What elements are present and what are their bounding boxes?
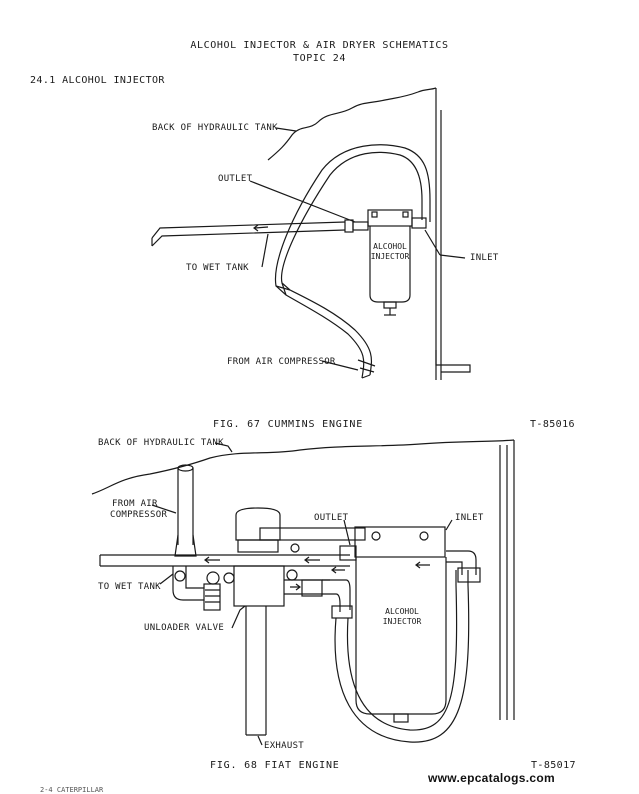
fig68-leader-outlet bbox=[343, 519, 351, 546]
fig67-injector-line2: INJECTOR bbox=[370, 252, 410, 261]
fig68-unloader-valve bbox=[235, 507, 281, 541]
fig68-exhaust-pipe bbox=[245, 606, 267, 735]
fig67-label-to-wet-tank: TO WET TANK bbox=[186, 263, 249, 273]
fig67-leader-compressor bbox=[321, 360, 359, 371]
fig67-leader-wettank bbox=[261, 233, 269, 268]
fig68-wet-tank-pipe bbox=[100, 554, 350, 567]
fig67-injector-line1: ALCOHOL bbox=[373, 242, 407, 251]
fig68-leader-compressor bbox=[151, 504, 177, 514]
watermark: www.epcatalogs.com bbox=[428, 771, 555, 785]
fig68-leader-inlet bbox=[445, 519, 453, 531]
fig67-compressor-pipe bbox=[280, 151, 423, 376]
fig68-injector-bowl bbox=[355, 557, 447, 715]
fig68-injector-line2: INJECTOR bbox=[382, 617, 422, 626]
fig68-leader-wettank bbox=[159, 573, 174, 585]
fig68-drawing bbox=[91, 439, 515, 746]
fig67-label-outlet: OUTLET bbox=[218, 174, 253, 184]
fig68-injector-head bbox=[354, 526, 446, 558]
fig68-label-from-air-line1: FROM AIR bbox=[112, 499, 158, 509]
fig67-injector-label: ALCOHOL INJECTOR bbox=[366, 242, 414, 262]
fig68-injector-line1: ALCOHOL bbox=[385, 607, 419, 616]
fig67-label-back-of-tank: BACK OF HYDRAULIC TANK bbox=[152, 123, 278, 133]
fig68-label-from-air-line2: COMPRESSOR bbox=[110, 510, 168, 520]
fig68-tank-outline bbox=[91, 439, 515, 495]
fig67-leader-outlet bbox=[249, 180, 356, 223]
fig68-hose-loop bbox=[334, 570, 470, 743]
fig68-injector-label: ALCOHOL INJECTOR bbox=[372, 607, 432, 627]
fig67-drawing bbox=[151, 87, 471, 380]
fig67-label-from-air-compressor: FROM AIR COMPRESSOR bbox=[227, 357, 336, 367]
fig68-leader-unloader bbox=[231, 605, 246, 629]
fig67-tank-outline bbox=[267, 87, 437, 161]
fig67-code: T-85016 bbox=[530, 419, 575, 430]
fig68-label-exhaust: EXHAUST bbox=[264, 741, 305, 751]
page-title: ALCOHOL INJECTOR & AIR DRYER SCHEMATICS bbox=[190, 40, 449, 51]
section-heading: 24.1 ALCOHOL INJECTOR bbox=[30, 75, 165, 86]
fig67-wet-tank-pipe bbox=[151, 221, 346, 239]
fig68-label-back-of-tank: BACK OF HYDRAULIC TANK bbox=[98, 438, 224, 448]
page-topic: TOPIC 24 bbox=[293, 53, 346, 64]
fig68-caption: FIG. 68 FIAT ENGINE bbox=[210, 760, 340, 771]
fig68-compressor-pipe bbox=[177, 468, 194, 545]
fig67-injector-bowl bbox=[369, 226, 411, 303]
fig68-leader-exhaust bbox=[257, 735, 263, 746]
fig68-leader-tank bbox=[214, 442, 233, 453]
fig68-label-unloader-valve: UNLOADER VALVE bbox=[144, 623, 225, 633]
fig67-caption: FIG. 67 CUMMINS ENGINE bbox=[213, 419, 364, 430]
fig67-label-inlet: INLET bbox=[470, 253, 499, 263]
fig68-code: T-85017 bbox=[531, 760, 576, 771]
fig68-label-outlet: OUTLET bbox=[314, 513, 349, 523]
page-footer: 2-4 CATERPILLAR bbox=[40, 786, 104, 794]
fig67-leader-inlet bbox=[424, 229, 441, 256]
fig68-label-inlet: INLET bbox=[455, 513, 484, 523]
fig67-leader-tank bbox=[275, 127, 297, 132]
fig68-label-to-wet-tank: TO WET TANK bbox=[98, 582, 161, 592]
